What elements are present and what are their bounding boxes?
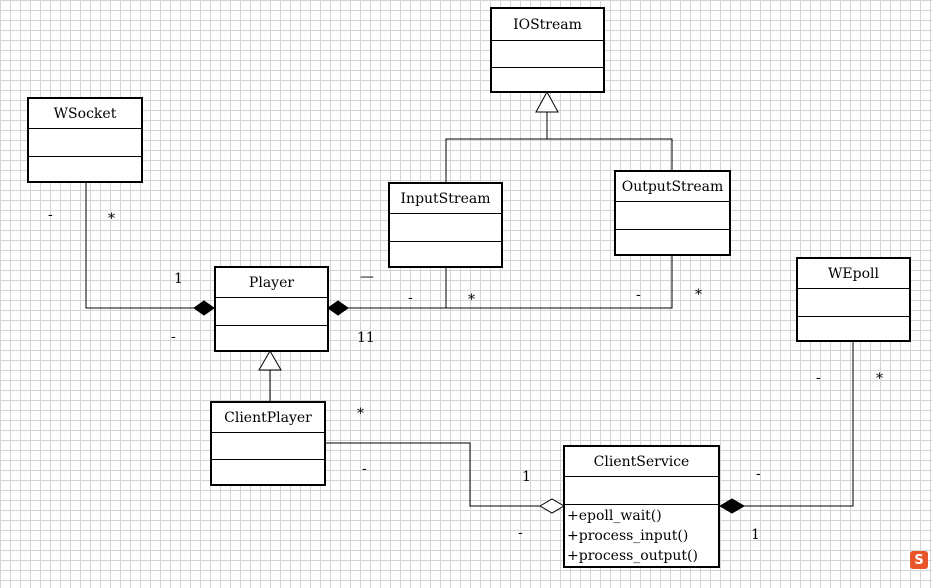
methods-compartment: +epoll_wait() +process_input() +process_… (565, 505, 718, 566)
methods-compartment (798, 317, 909, 340)
class-name: Player (216, 268, 327, 298)
composition-line-wepoll-service (744, 341, 854, 507)
methods-compartment (616, 230, 729, 254)
class-inputstream[interactable]: InputStream (388, 182, 503, 268)
methods-compartment (390, 242, 501, 266)
multiplicity-label: 1 (174, 271, 183, 287)
multiplicity-label: - (362, 461, 367, 477)
multiplicity-label: - (408, 290, 413, 306)
method-process-input: +process_input() (567, 528, 689, 544)
class-name: IOStream (492, 9, 603, 41)
attributes-compartment (29, 129, 141, 157)
multiplicity-label: - (756, 466, 761, 482)
class-iostream[interactable]: IOStream (490, 7, 605, 93)
class-wsocket[interactable]: WSocket (27, 97, 143, 183)
aggregation-diamond-clientservice (539, 498, 565, 514)
method-process-output: +process_output() (567, 548, 698, 564)
multiplicity-label: 1 (522, 469, 531, 485)
methods-compartment (212, 460, 324, 484)
methods-compartment (216, 326, 327, 350)
generalization-line-inputstream (445, 112, 548, 182)
multiplicity-label: * (108, 211, 115, 227)
multiplicity-label: 1 (751, 527, 760, 543)
generalization-arrow-iostream (535, 90, 559, 113)
class-name: OutputStream (616, 172, 729, 202)
attributes-compartment (390, 214, 501, 242)
class-clientservice[interactable]: ClientService +epoll_wait() +process_inp… (563, 445, 720, 568)
class-outputstream[interactable]: OutputStream (614, 170, 731, 256)
class-name: InputStream (390, 184, 501, 214)
multiplicity-label: - (636, 287, 641, 303)
multiplicity-label: - (171, 329, 176, 345)
multiplicity-label: - (518, 525, 523, 541)
class-wepoll[interactable]: WEpoll (796, 257, 911, 342)
composition-diamond-player-streams (327, 300, 349, 316)
aggregation-line-clientplayer-service (326, 442, 540, 507)
generalization-arrow-player (258, 350, 282, 371)
methods-compartment (29, 157, 141, 181)
multiplicity-label: - (48, 207, 53, 223)
composition-diamond-wsocket-player (193, 300, 215, 316)
composition-diamond-clientservice (719, 498, 745, 514)
attributes-compartment (565, 477, 718, 505)
composition-line-wsocket-player (85, 182, 194, 309)
attributes-compartment (492, 41, 603, 68)
attributes-compartment (216, 298, 327, 326)
class-name: WEpoll (798, 259, 909, 289)
methods-compartment (492, 68, 603, 91)
class-name: WSocket (29, 99, 141, 129)
class-clientplayer[interactable]: ClientPlayer (210, 401, 326, 486)
attributes-compartment (798, 289, 909, 317)
method-epoll-wait: +epoll_wait() (567, 508, 662, 524)
multiplicity-label: * (468, 292, 475, 308)
class-player[interactable]: Player (214, 266, 329, 352)
multiplicity-label: * (876, 371, 883, 387)
generalization-line-outputstream (547, 138, 673, 170)
multiplicity-label: * (695, 287, 702, 303)
sogou-logo-icon[interactable]: S (910, 551, 928, 569)
attributes-compartment (616, 202, 729, 230)
class-name: ClientService (565, 447, 718, 477)
composition-line-player-streams (348, 255, 673, 309)
attributes-compartment (212, 433, 324, 460)
multiplicity-label: 11 (357, 330, 375, 346)
multiplicity-label: — (360, 269, 374, 285)
class-name: ClientPlayer (212, 403, 324, 433)
multiplicity-label: - (816, 370, 821, 386)
multiplicity-label: * (357, 406, 364, 422)
